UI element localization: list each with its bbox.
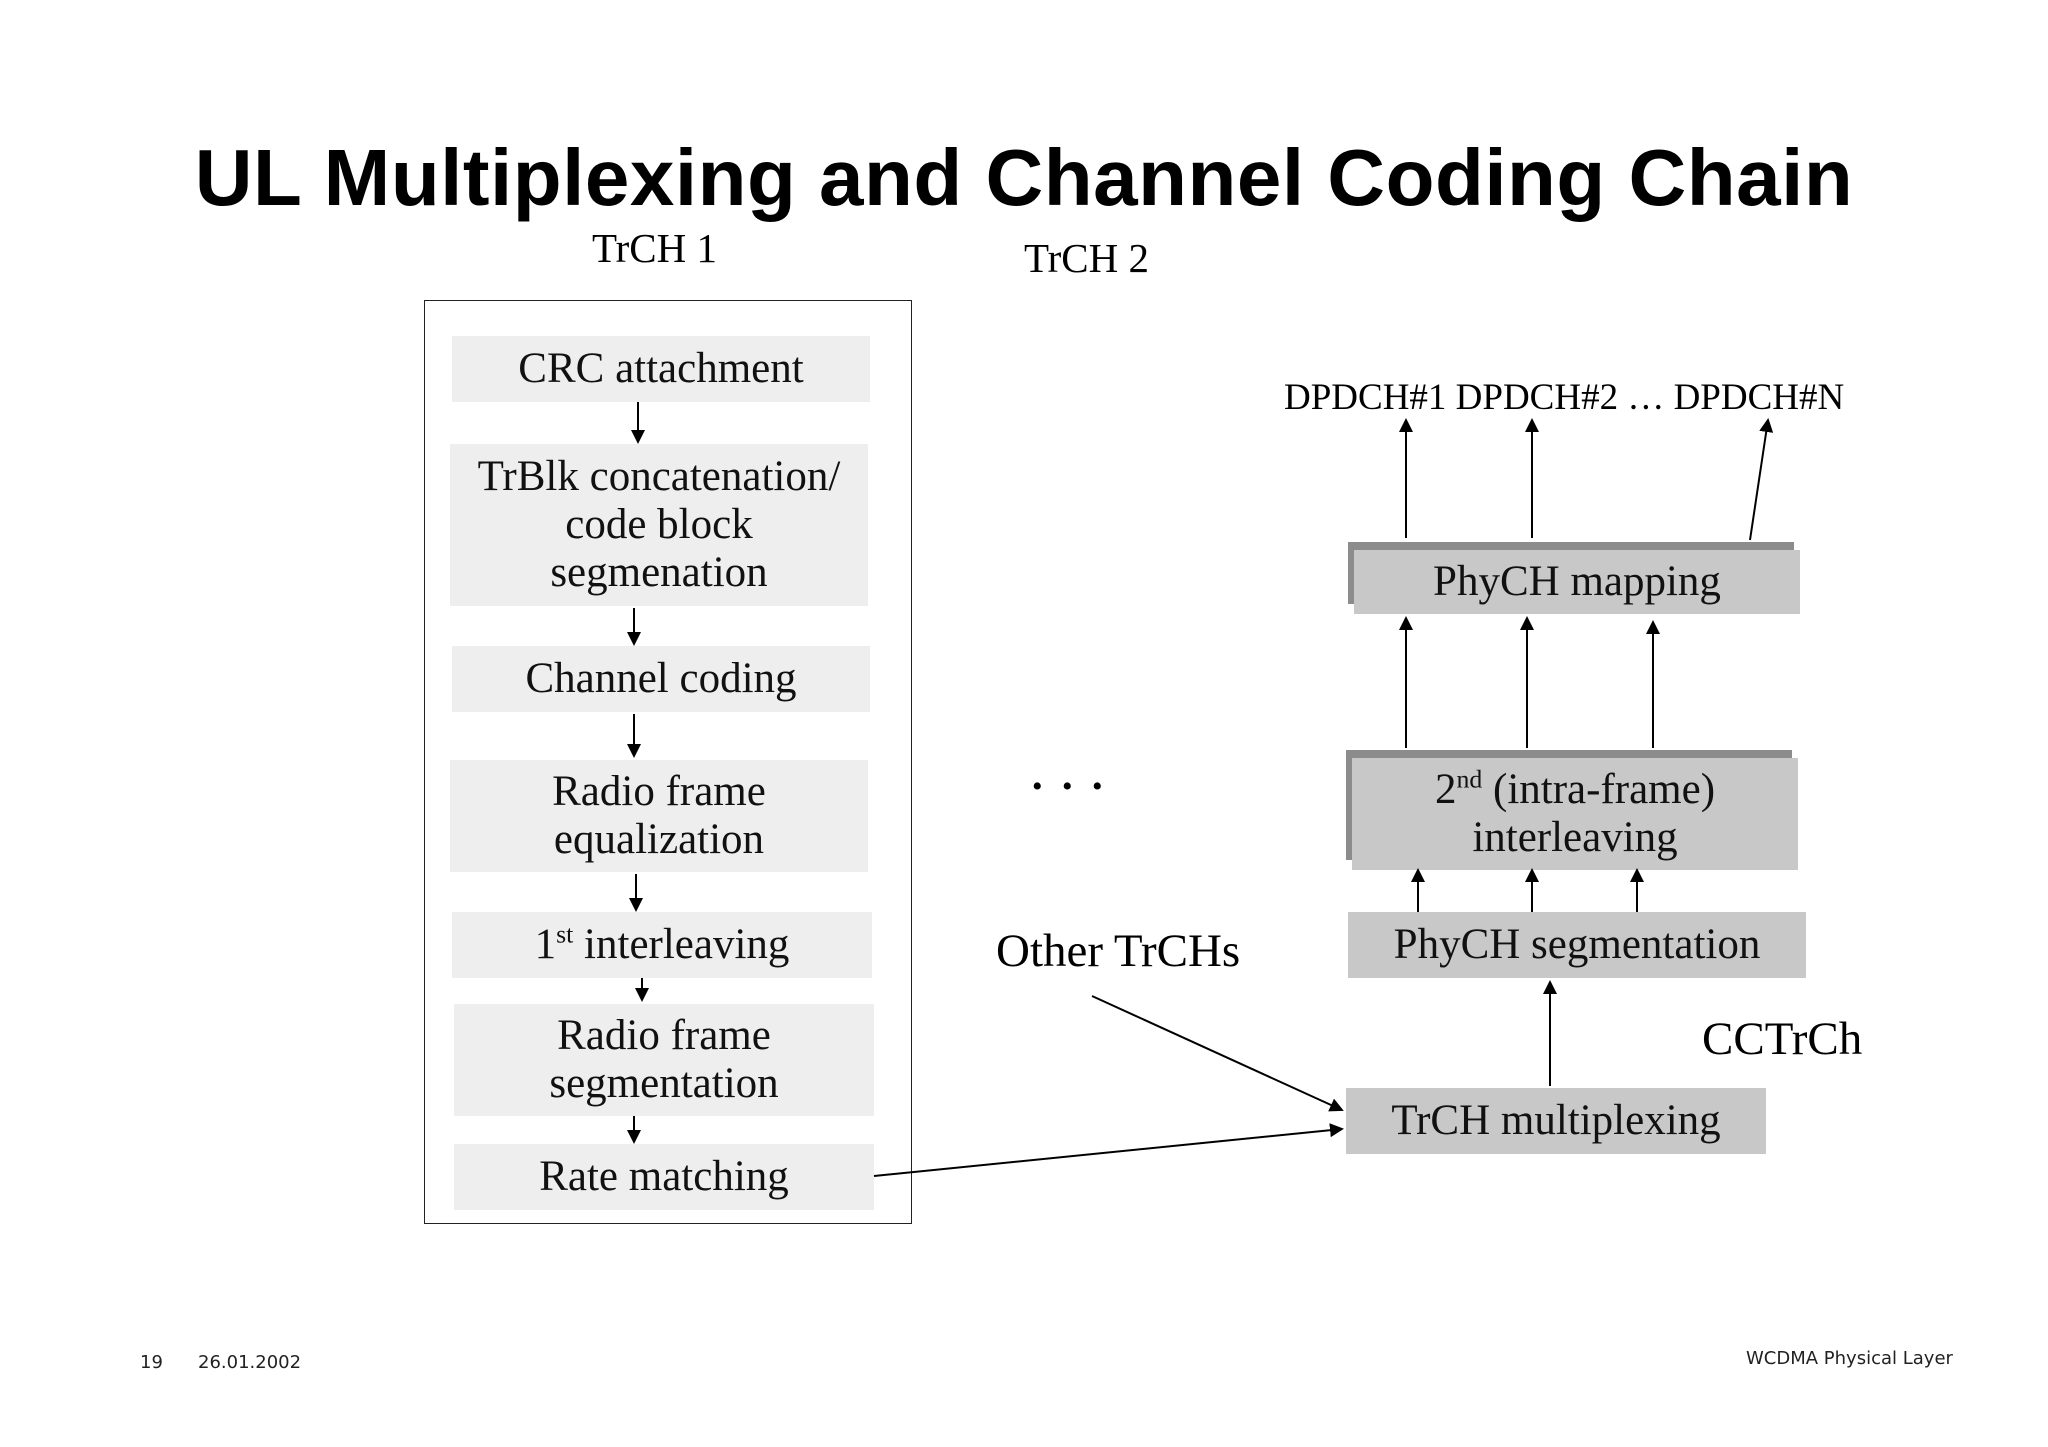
rate-matching-label: Rate matching bbox=[539, 1153, 789, 1200]
first-interleaving-label: 1st interleaving bbox=[534, 919, 790, 968]
second-interleaving-box: 2nd (intra-frame) interleaving bbox=[1352, 758, 1798, 870]
phych-mapping-box: PhyCH mapping bbox=[1354, 550, 1800, 614]
dpdch-labels: DPDCH#1 DPDCH#2 … DPDCH#N bbox=[1284, 377, 1845, 418]
other-trchs-label: Other TrCHs bbox=[996, 925, 1241, 977]
trch-multiplexing-box: TrCH multiplexing bbox=[1346, 1088, 1766, 1154]
channel-coding-box: Channel coding bbox=[452, 646, 870, 712]
arrow-other-trchs-to-mux bbox=[1091, 995, 1344, 1112]
page-title: UL Multiplexing and Channel Coding Chain bbox=[194, 133, 1854, 222]
footer-date: 26.01.2002 bbox=[198, 1352, 302, 1373]
footer-right-label: WCDMA Physical Layer bbox=[1746, 1348, 1953, 1369]
trblk-concatenation-label: TrBlk concatenation/ code block segmenat… bbox=[477, 453, 841, 596]
phych-mapping-label: PhyCH mapping bbox=[1433, 558, 1721, 605]
trch-multiplexing-label: TrCH multiplexing bbox=[1391, 1097, 1721, 1144]
arrow-mapping-to-dpdchn bbox=[1749, 418, 1774, 541]
radio-frame-segmentation-label: Radio frame segmentation bbox=[549, 1012, 779, 1107]
crc-attachment-box: CRC attachment bbox=[452, 336, 870, 402]
cctrch-label: CCTrCh bbox=[1702, 1013, 1863, 1065]
phych-segmentation-label: PhyCH segmentation bbox=[1393, 921, 1761, 968]
channel-coding-label: Channel coding bbox=[525, 655, 797, 702]
trch1-chain-frame bbox=[424, 300, 912, 1224]
trch2-label: TrCH 2 bbox=[1024, 235, 1149, 281]
arrow-rate-matching-to-mux bbox=[873, 1123, 1344, 1177]
rate-matching-box: Rate matching bbox=[454, 1144, 874, 1210]
footer-page-number: 19 bbox=[140, 1352, 163, 1373]
crc-attachment-label: CRC attachment bbox=[518, 345, 804, 392]
radio-frame-equalization-label: Radio frame equalization bbox=[552, 768, 766, 863]
trblk-concatenation-box: TrBlk concatenation/ code block segmenat… bbox=[450, 444, 868, 606]
phych-segmentation-box: PhyCH segmentation bbox=[1348, 912, 1806, 978]
radio-frame-segmentation-box: Radio frame segmentation bbox=[454, 1004, 874, 1116]
first-interleaving-box: 1st interleaving bbox=[452, 912, 872, 978]
radio-frame-equalization-box: Radio frame equalization bbox=[450, 760, 868, 872]
second-interleaving-label: 2nd (intra-frame) interleaving bbox=[1434, 764, 1716, 861]
trch1-label: TrCH 1 bbox=[592, 225, 717, 271]
ellipsis: • • • bbox=[1032, 770, 1109, 803]
